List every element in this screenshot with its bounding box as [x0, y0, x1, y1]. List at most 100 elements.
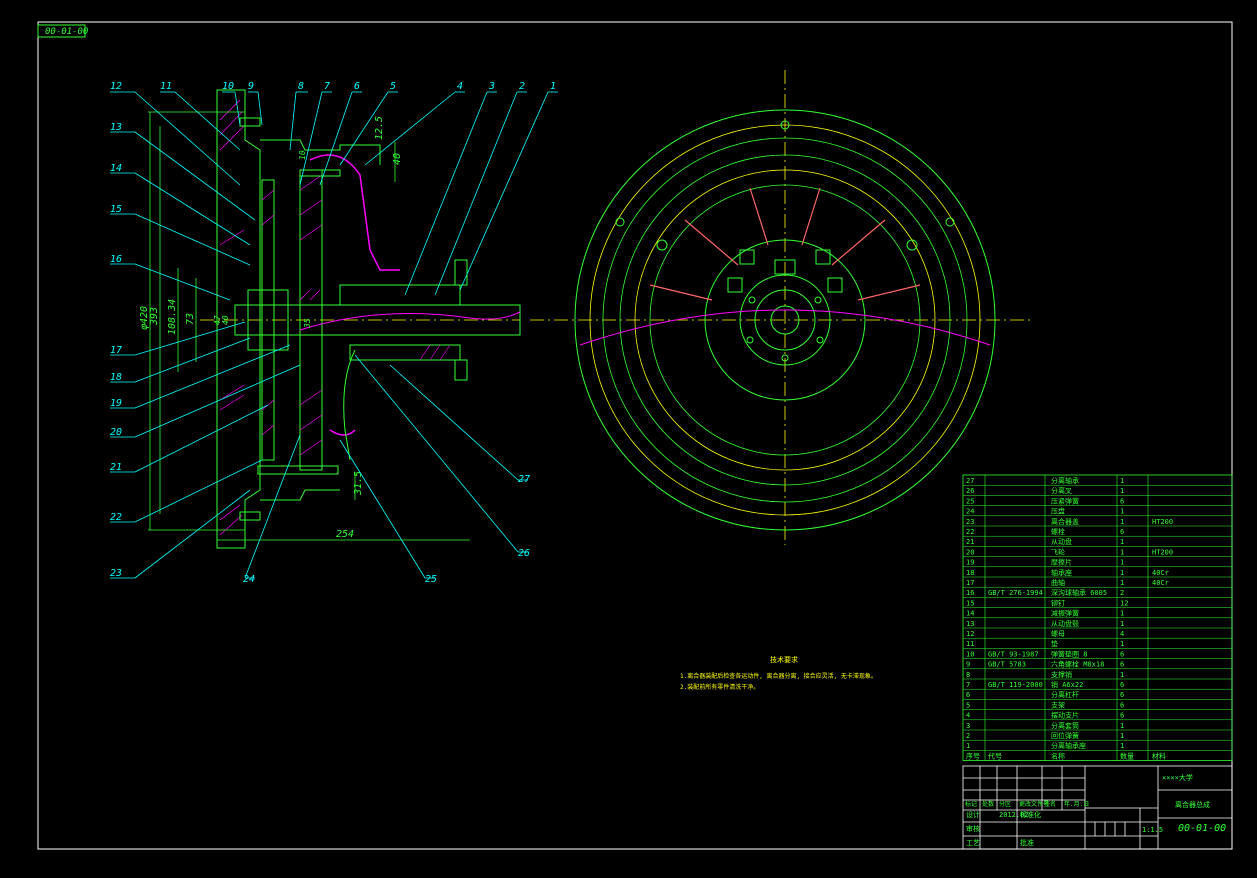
title-mark-process: 工艺	[966, 839, 980, 847]
bom-header-qty: 数量	[1120, 751, 1134, 760]
bom-cell-no: 24	[966, 508, 974, 516]
dim-47: 47	[213, 315, 222, 325]
bom-cell-name: 分离叉	[1051, 486, 1072, 495]
bom-cell-name: 垫	[1051, 639, 1058, 648]
title-block	[962, 765, 1233, 850]
bom-cell-name: 压紧弹簧	[1051, 496, 1079, 505]
title-mark-approve: 批准	[1020, 838, 1034, 847]
bom-cell-qty: 1	[1120, 742, 1124, 750]
bom-cell-no: 15	[966, 599, 974, 607]
title-mark-std: 标准化	[1020, 810, 1041, 819]
pressure-plate-hatch	[299, 174, 323, 456]
bom-cell-no: 6	[966, 691, 970, 699]
bom-cell-qty: 1	[1120, 640, 1124, 648]
bom-cell-name: 分离套筒	[1051, 721, 1079, 730]
callout-25: 25	[425, 574, 437, 585]
bom-cell-mat: HT200	[1152, 518, 1173, 526]
bom-header-no: 序号	[966, 751, 980, 760]
cover-bolts	[239, 117, 468, 521]
dimension-lines	[148, 111, 470, 541]
bom-cell-qty: 6	[1120, 528, 1124, 536]
bom-cell-no: 16	[966, 589, 974, 597]
bom-cell-mat: 40Cr	[1152, 569, 1169, 577]
bom-cell-std: GB/T 119-2000	[988, 681, 1043, 689]
front-view	[530, 70, 1030, 545]
bom-header-mat: 材料	[1152, 751, 1166, 760]
lever-slots	[727, 249, 843, 293]
title-scale: 1:1.5	[1142, 826, 1163, 834]
bom-cell-qty: 1	[1120, 477, 1124, 485]
bom-cell-no: 19	[966, 559, 974, 567]
flywheel-outer-circle	[574, 109, 996, 531]
bom-cell-name: 离合器盖	[1051, 517, 1079, 526]
notes-heading: 技术要求	[770, 655, 798, 664]
callout-1: 1	[550, 81, 556, 92]
bom-cell-no: 18	[966, 569, 974, 577]
friction-disc	[261, 179, 275, 461]
release-bearing-housing	[349, 344, 461, 361]
bom-cell-qty: 1	[1120, 579, 1124, 587]
bom-cell-qty: 1	[1120, 610, 1124, 618]
bom-cell-no: 7	[966, 681, 970, 689]
callout-13: 13	[110, 122, 122, 133]
bom-cell-no: 22	[966, 528, 974, 536]
bom-cell-no: 12	[966, 630, 974, 638]
technical-notes: 技术要求 1.离合器装配后检查各运动件, 离合器分离, 接合应灵活, 无卡滞现象…	[680, 655, 877, 691]
bom-cell-qty: 1	[1120, 548, 1124, 556]
driven-hub	[247, 289, 289, 351]
bom-cell-mat: 40Cr	[1152, 579, 1169, 587]
hub-circle-mid	[739, 274, 831, 366]
dim-393: 393	[149, 307, 160, 326]
bom-cell-no: 21	[966, 538, 974, 546]
bom-cell-name: 支撑销	[1051, 670, 1072, 679]
bom-cell-no: 9	[966, 661, 970, 669]
bom-cell-qty: 1	[1120, 620, 1124, 628]
callout-6: 6	[354, 81, 360, 92]
callout-14: 14	[110, 163, 122, 174]
callout-24: 24	[243, 574, 255, 585]
bom-cell-qty: 6	[1120, 650, 1124, 658]
bom-cell-std: GB/T 276-1994	[988, 589, 1043, 597]
callout-26: 26	[518, 548, 530, 559]
bom-cell-name: 螺栓	[1051, 527, 1065, 536]
shaft-break-line	[299, 311, 521, 331]
bom-cell-name: 铆钉	[1051, 598, 1065, 607]
callouts-top: 12 11 10 9 8 7 6 5 4 3 2 1	[110, 81, 556, 92]
bom-cell-qty: 1	[1120, 518, 1124, 526]
release-lever	[309, 154, 400, 436]
bom-cell-name: 压盘	[1051, 507, 1065, 516]
callout-22: 22	[110, 512, 122, 523]
bom-cell-no: 10	[966, 650, 974, 658]
callout-7: 7	[324, 81, 330, 92]
section-view	[200, 89, 521, 549]
title-drawing-name: 离合器总成	[1175, 800, 1210, 809]
dim-phi420: φ420	[139, 306, 150, 330]
callout-15: 15	[110, 204, 122, 215]
dim-40-top: 40	[392, 153, 403, 165]
callout-8: 8	[298, 81, 304, 92]
bom-cell-name: 深沟球轴承 6005	[1051, 588, 1107, 597]
bom-cell-name: 从动盘毂	[1051, 619, 1079, 628]
title-rev-label: 年.月.日	[1064, 800, 1089, 808]
sleeve-hatch	[299, 289, 451, 361]
bom-cell-name: 曲轴	[1051, 578, 1065, 587]
callout-5: 5	[390, 81, 396, 92]
bom-cell-no: 11	[966, 640, 974, 648]
callouts-bottom: 24 25 26 27	[243, 474, 530, 585]
bom-cell-qty: 1	[1120, 722, 1124, 730]
bom-cell-name: 飞轮	[1051, 547, 1065, 556]
clutch-cover	[260, 139, 381, 501]
bom-cell-qty: 4	[1120, 630, 1124, 638]
bom-cell-name: 分离轴承	[1051, 476, 1079, 485]
callout-21: 21	[110, 462, 122, 473]
bom-cell-name: 六角螺栓 M8x18	[1051, 660, 1104, 669]
bom-cell-no: 8	[966, 671, 970, 679]
drawing-code-box	[37, 24, 86, 38]
bom-cell-no: 27	[966, 477, 974, 485]
title-rev-label: 分区	[999, 800, 1011, 808]
title-rev-label: 签名	[1044, 800, 1056, 808]
dim-40: 40	[221, 315, 230, 325]
bom-cell-no: 20	[966, 548, 974, 556]
drawing-code-label: 00-01-00	[45, 27, 88, 37]
